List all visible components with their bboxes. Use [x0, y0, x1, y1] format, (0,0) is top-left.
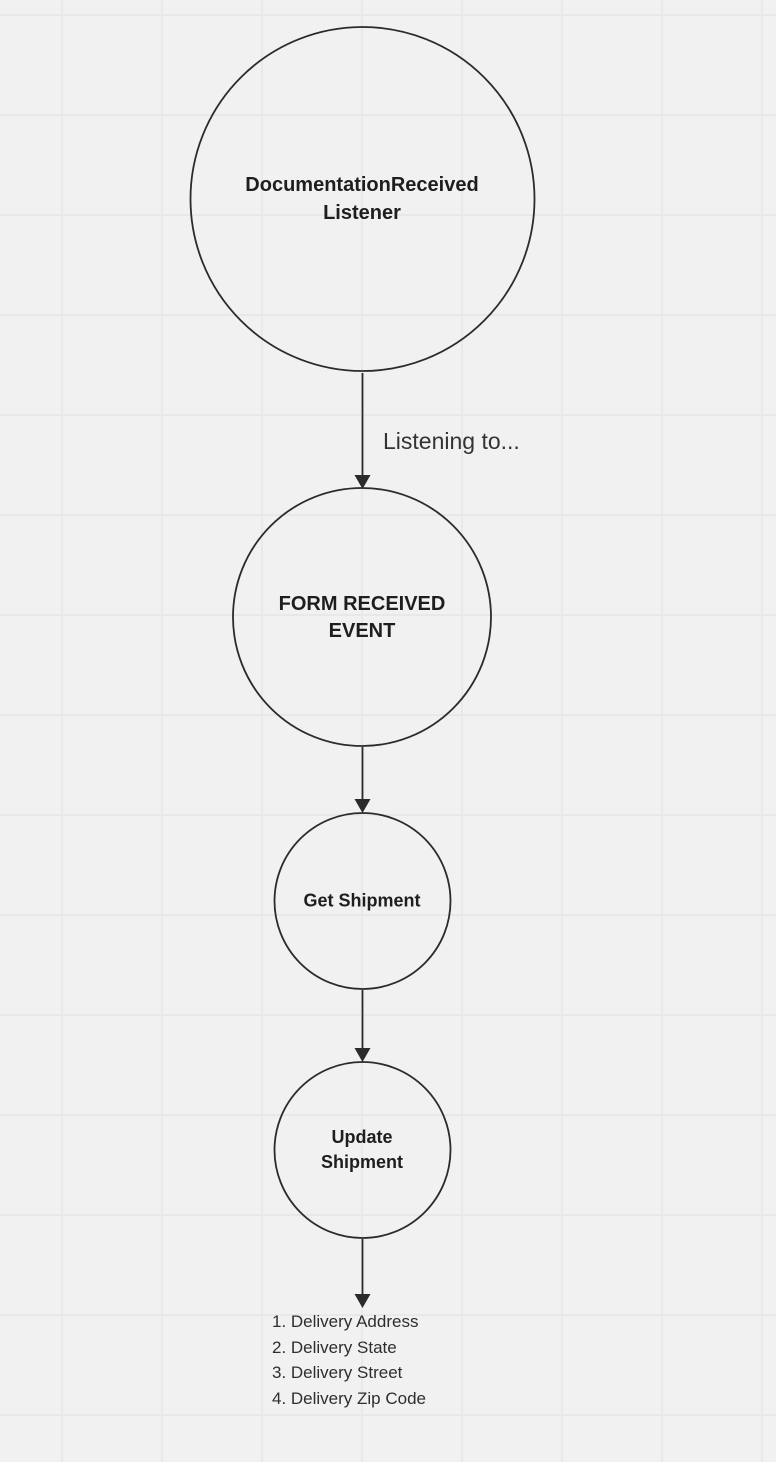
node-label-get-shipment[interactable]: Get Shipment	[303, 890, 421, 911]
arrowhead-icon	[354, 1294, 371, 1308]
node-circle-documentation-received-listener[interactable]	[189, 26, 536, 372]
list-item[interactable]: 1. Delivery Address	[272, 1312, 419, 1331]
node-label-update-shipment[interactable]: Update Shipment	[320, 1127, 403, 1172]
delivery-fields-list[interactable]: 1. Delivery Address 2. Delivery State 3.…	[272, 1309, 426, 1411]
arrowhead-icon	[354, 1048, 371, 1062]
list-item[interactable]: 4. Delivery Zip Code	[272, 1388, 427, 1408]
list-item[interactable]: 2. Delivery State	[272, 1337, 397, 1357]
edge-label-listening-to[interactable]: Listening to...	[383, 428, 520, 454]
list-item[interactable]: 3. Delivery Street	[272, 1363, 403, 1382]
node-label-form-received-event[interactable]: FORM RECEIVED EVENT	[278, 593, 446, 642]
arrowhead-icon	[354, 475, 371, 489]
node-label-documentation-received-listener[interactable]: DocumentationReceived Listener	[245, 174, 479, 224]
arrowhead-icon	[354, 799, 371, 813]
